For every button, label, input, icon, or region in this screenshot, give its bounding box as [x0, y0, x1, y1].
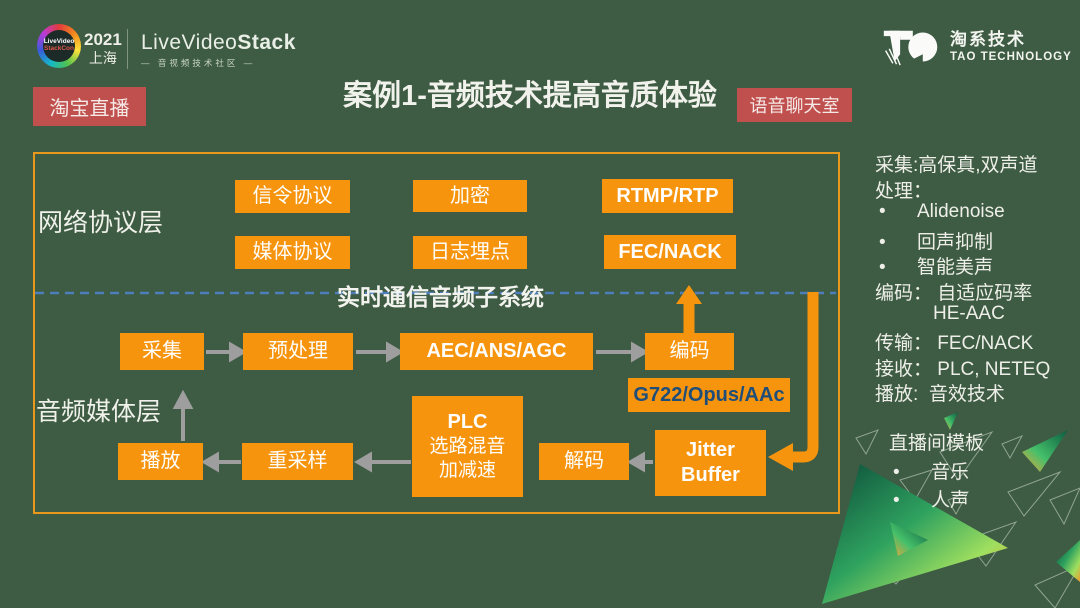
- node-encryption: 加密: [413, 180, 527, 212]
- node-resample: 重采样: [242, 443, 353, 480]
- event-year: 2021: [84, 30, 122, 49]
- bullet-icon: •: [879, 232, 886, 253]
- logo-line1: LiveVideo: [43, 38, 75, 46]
- network-layer-label: 网络协议层: [38, 209, 164, 237]
- slide-title: 案例1-音频技术提高音质体验: [343, 80, 717, 112]
- template-item-vocal: •人声: [889, 485, 1080, 512]
- note-echo-cancel: •回声抑制: [875, 227, 1080, 254]
- diagram-frame: [33, 152, 840, 514]
- node-plc-mix: PLC 选路混音 加减速: [412, 396, 523, 497]
- node-logging: 日志埋点: [413, 236, 527, 269]
- template-item-music: •音乐: [889, 457, 1080, 484]
- livevideostackcon-logo: LiveVideo StackCon: [37, 24, 81, 68]
- logo-line2: StackCon: [44, 45, 74, 52]
- note-smart-voice: •智能美声: [875, 252, 1080, 279]
- node-capture: 采集: [120, 333, 204, 370]
- event-year-city: 2021 上海: [84, 30, 122, 66]
- note-processing: 处理：: [875, 181, 933, 202]
- note-capture: 采集:高保真,双声道: [875, 155, 1038, 176]
- livevideostack-wordmark: LiveVideoStack — 音视频技术社区 —: [141, 31, 296, 69]
- wordmark-part2: Stack: [237, 31, 296, 54]
- bullet-icon: •: [893, 462, 900, 483]
- badge-taobao-live: 淘宝直播: [33, 87, 146, 126]
- note-encoding: 编码： 自适应码率: [875, 283, 1033, 304]
- bullet-icon: •: [893, 490, 900, 511]
- jitter-line2: Buffer: [681, 464, 740, 486]
- tao-technology-logo: 淘系技术 TAO TECHNOLOGY: [882, 26, 1072, 68]
- node-play: 播放: [118, 443, 203, 480]
- node-fec-nack: FEC/NACK: [604, 235, 736, 269]
- bullet-icon: •: [879, 201, 886, 222]
- node-media-protocol: 媒体协议: [235, 236, 350, 269]
- note-receive: 接收： PLC, NETEQ: [875, 359, 1051, 380]
- plc-line1: PLC: [447, 411, 488, 434]
- bullet-icon: •: [879, 257, 886, 278]
- template-block-title: 直播间模板: [889, 433, 985, 454]
- node-signaling-protocol: 信令协议: [235, 180, 350, 213]
- node-encode: 编码: [645, 333, 734, 370]
- wordmark-part1: LiveVideo: [141, 31, 238, 54]
- company-name-cn: 淘系技术: [950, 30, 1026, 50]
- livevideostackcon-logo-center: LiveVideo StackCon: [43, 30, 75, 62]
- plc-line2: 选路混音: [429, 436, 506, 458]
- brand-tagline: — 音视频技术社区 —: [141, 58, 256, 68]
- plc-line3: 加减速: [438, 460, 496, 481]
- note-transport: 传输： FEC/NACK: [875, 333, 1034, 354]
- subsystem-label: 实时通信音频子系统: [337, 284, 544, 310]
- jitter-line1: Jitter: [686, 439, 735, 461]
- header-divider: [127, 29, 128, 69]
- node-rtmp-rtp: RTMP/RTP: [602, 179, 733, 213]
- node-jitter-buffer: Jitter Buffer: [655, 430, 766, 496]
- event-city: 上海: [88, 49, 117, 66]
- tao-logo-icon: [883, 30, 938, 66]
- company-name-en: TAO TECHNOLOGY: [950, 51, 1072, 64]
- node-decode: 解码: [539, 443, 629, 480]
- note-alidenoise: •Alidenoise: [875, 201, 1080, 223]
- note-playback: 播放: 音效技术: [875, 384, 1005, 405]
- node-codec-list: G722/Opus/AAc: [628, 378, 790, 412]
- media-layer-label: 音频媒体层: [36, 398, 162, 426]
- badge-voice-chatroom: 语音聊天室: [737, 88, 852, 122]
- note-heaac: HE-AAC: [933, 303, 1005, 324]
- node-preprocess: 预处理: [243, 333, 353, 370]
- node-aec-ans-agc: AEC/ANS/AGC: [400, 333, 593, 370]
